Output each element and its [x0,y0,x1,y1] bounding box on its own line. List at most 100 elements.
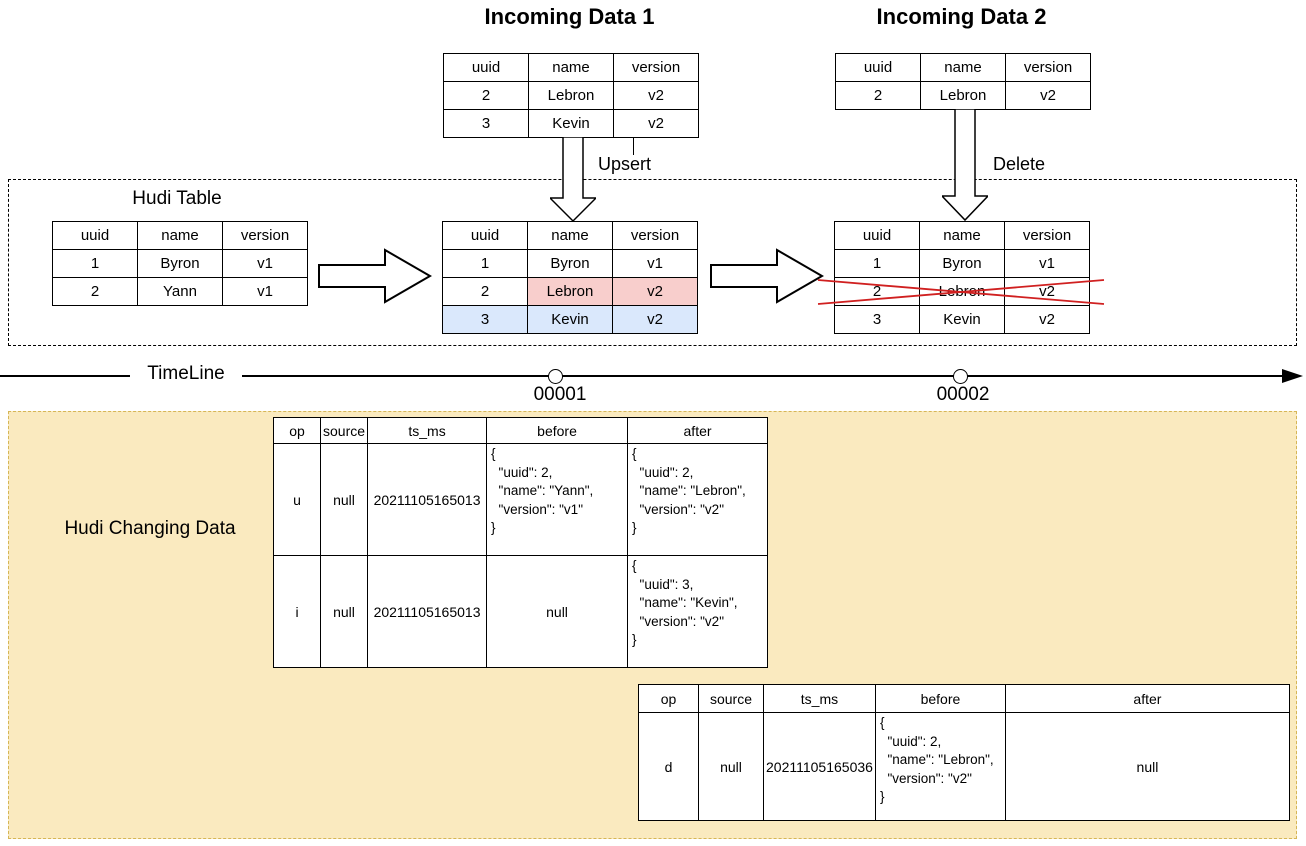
inserted-cell: v2 [612,305,698,334]
table-cell: v1 [222,249,308,278]
block-arrow-right-icon [710,248,824,304]
hudi-table-dashed-box [8,179,1297,346]
table-header-row: uuid name version [834,221,1090,250]
updated-cell: Lebron [527,277,613,306]
table-header-row: uuid name version [442,221,698,250]
header-cell: version [613,53,699,82]
table-cell: Lebron [920,81,1006,110]
incoming-data-2-title: Incoming Data 2 [876,4,1047,29]
table-cell: 1 [52,249,138,278]
source-cell: null [698,712,764,821]
delete-cross-icon [817,279,1105,305]
table-cell: Kevin [919,305,1005,334]
table-cell: Kevin [528,109,614,138]
delete-arrow-down-icon [942,109,988,222]
before-cell: { "uuid": 2, "name": "Lebron", "version"… [874,712,1006,821]
header-cell: before [874,684,1006,713]
header-cell: uuid [834,221,920,250]
incoming-data-2-table: uuid name version 2 Lebron v2 [835,53,1091,110]
header-cell: op [273,417,321,444]
table-header-row: op source ts_ms before after [273,417,769,444]
header-cell: name [137,221,223,250]
header-cell: version [1004,221,1090,250]
block-arrow-right-icon [318,248,432,304]
header-cell: name [528,53,614,82]
timeline-arrowhead-icon [1282,369,1303,383]
update-record-row: u null 20211105165013 { "uuid": 2, "name… [273,443,769,556]
timeline-label: TimeLine [130,362,242,386]
timeline-line [0,375,1286,377]
hudi-changing-data-label: Hudi Changing Data [64,518,236,539]
table-cell: Lebron [528,81,614,110]
table-cell: Byron [527,249,613,278]
ts-ms-cell: 20211105165013 [367,443,488,556]
timeline-instant-dot [548,369,563,384]
op-cell: u [273,443,321,556]
after-cell: null [1004,712,1290,821]
incoming-data-1-table: uuid name version 2 Lebron v2 3 Kevin v2 [443,53,699,138]
table-row: 2 Lebron v2 [835,81,1091,110]
table-cell: 2 [443,81,529,110]
inserted-row: 3 Kevin v2 [442,305,698,334]
delete-record-row: d null 20211105165036 { "uuid": 2, "name… [638,712,1290,821]
header-cell: name [527,221,613,250]
after-cell: { "uuid": 3, "name": "Kevin", "version":… [627,555,769,668]
table-header-row: uuid name version [835,53,1091,82]
header-cell: ts_ms [367,417,488,444]
insert-record-row: i null 20211105165013 null { "uuid": 3, … [273,555,769,668]
table-cell: v1 [222,277,308,306]
table-cell: v2 [1005,81,1091,110]
header-cell: version [1005,53,1091,82]
updated-row: 2 Lebron v2 [442,277,698,306]
table-row: 2 Yann v1 [52,277,308,306]
inserted-cell: Kevin [527,305,613,334]
table-cell: 2 [52,277,138,306]
op-cell: i [273,555,321,668]
label-leader-line [633,137,634,155]
table-row: 2 Lebron v2 [443,81,699,110]
table-cell: 1 [834,249,920,278]
table-cell: 3 [834,305,920,334]
hudi-initial-table: uuid name version 1 Byron v1 2 Yann v1 [52,221,308,306]
ts-ms-cell: 20211105165036 [763,712,876,821]
header-cell: name [920,53,1006,82]
header-cell: ts_ms [763,684,876,713]
table-cell: 2 [442,277,528,306]
table-cell: Byron [137,249,223,278]
header-cell: name [919,221,1005,250]
table-cell: v1 [612,249,698,278]
source-cell: null [319,555,369,668]
table-row: 3 Kevin v2 [834,305,1090,334]
timeline-instant-label: 00002 [936,384,990,405]
table-cell: 1 [442,249,528,278]
timeline-instant-dot [953,369,968,384]
hudi-after-upsert-table: uuid name version 1 Byron v1 2 Lebron v2… [442,221,698,334]
header-cell: op [638,684,699,713]
header-cell: uuid [835,53,921,82]
header-cell: version [222,221,308,250]
header-cell: uuid [52,221,138,250]
table-row: 1 Byron v1 [52,249,308,278]
hudi-table-label: Hudi Table [132,188,222,209]
table-cell: v2 [1004,305,1090,334]
updated-cell: v2 [612,277,698,306]
header-cell: after [627,417,769,444]
upsert-label: Upsert [598,154,652,174]
op-cell: d [638,712,699,821]
after-cell: { "uuid": 2, "name": "Lebron", "version"… [627,443,769,556]
header-cell: source [698,684,764,713]
table-header-row: uuid name version [52,221,308,250]
table-row: 1 Byron v1 [834,249,1090,278]
table-cell: v1 [1004,249,1090,278]
header-cell: before [486,417,629,444]
upsert-arrow-down-icon [550,137,596,223]
incoming-data-1-title: Incoming Data 1 [484,4,655,29]
table-header-row: uuid name version [443,53,699,82]
table-row: 1 Byron v1 [442,249,698,278]
table-cell: Yann [137,277,223,306]
table-cell: v2 [613,109,699,138]
before-cell: null [486,555,629,668]
table-cell: v2 [613,81,699,110]
header-cell: source [319,417,369,444]
